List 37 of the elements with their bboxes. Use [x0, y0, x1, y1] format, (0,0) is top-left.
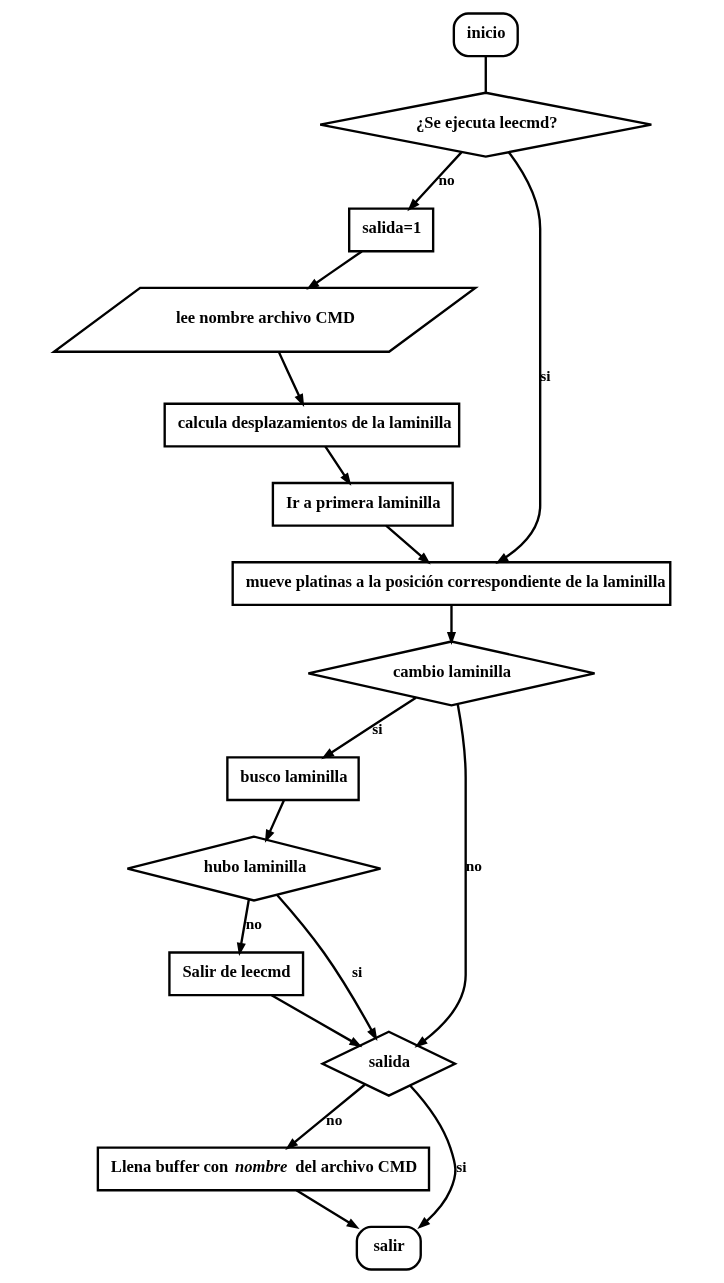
edge-label: si: [372, 720, 383, 738]
node-diamond: hubo laminilla: [126, 835, 382, 902]
arrow: [407, 151, 463, 212]
node-box: salir: [355, 1225, 422, 1271]
node-box: Ir a primera laminilla: [271, 481, 454, 527]
arrow: [295, 1189, 360, 1230]
edge-label: si: [352, 962, 363, 980]
arrow: [409, 1084, 457, 1230]
arrow: [271, 994, 363, 1048]
node-box: inicio: [452, 12, 519, 58]
arrow: [446, 605, 457, 645]
arrow: [276, 894, 378, 1041]
node-box: calcula desplazamientos de la laminilla: [163, 402, 461, 448]
node-box: Llena buffer con nombre del archivo CMD: [96, 1146, 431, 1192]
node-box: salida=1: [348, 207, 435, 253]
node-box: mueve platinas a la posición correspondiente de la laminilla: [231, 561, 672, 607]
edge-label: si: [456, 1157, 467, 1175]
edge-label: no: [326, 1110, 343, 1128]
edge-label: no: [438, 171, 455, 189]
arrow: [306, 250, 363, 290]
arrow: [321, 696, 417, 760]
connector: [484, 56, 487, 93]
arrow: [414, 703, 467, 1048]
arrow: [324, 445, 352, 486]
node-diamond: ¿Se ejecuta leecmd?: [319, 91, 653, 158]
arrow: [236, 899, 250, 956]
node-diamond: salida: [319, 1030, 458, 1097]
arrow: [495, 151, 542, 564]
edge-label: no: [245, 915, 262, 933]
arrow: [385, 524, 431, 565]
arrow: [277, 351, 305, 407]
arrow: [285, 1083, 366, 1150]
edge-label: si: [540, 366, 551, 384]
node-box: busco laminilla: [226, 756, 360, 802]
arrow: [264, 799, 286, 843]
node-diamond: cambio laminilla: [307, 640, 596, 707]
node-box: Salir de leecmd: [168, 951, 305, 997]
